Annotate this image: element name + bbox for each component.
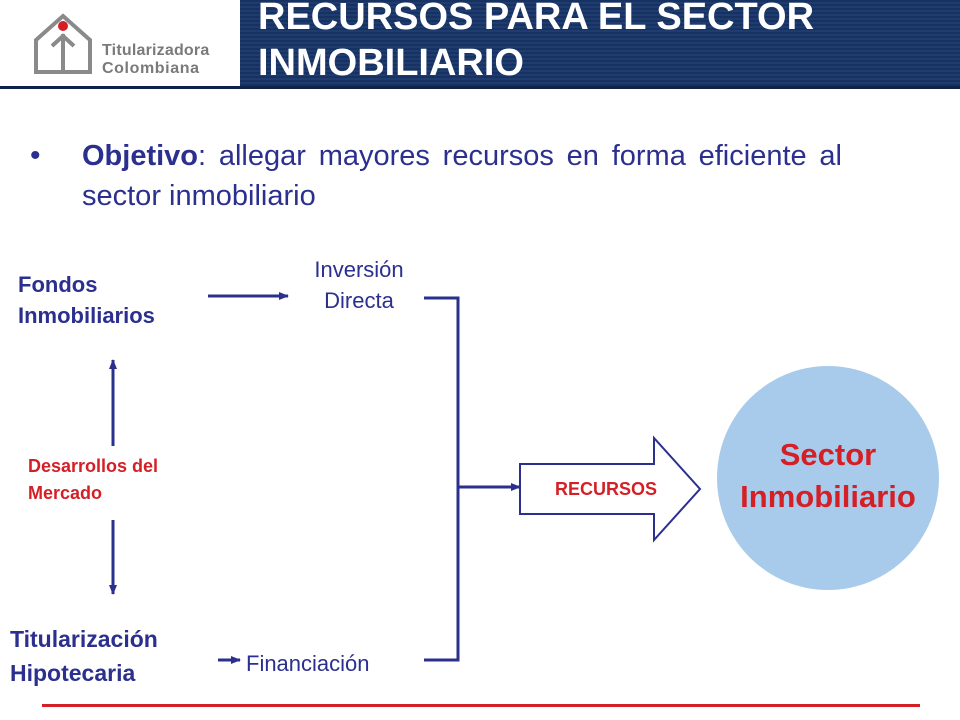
bracket-line xyxy=(424,296,460,662)
objective-description: : allegar mayores recursos en forma efic… xyxy=(82,140,842,212)
fondos-inmobiliarios-label: Fondos Inmobiliarios xyxy=(18,269,155,331)
page-title: RECURSOS PARA EL SECTOR INMOBILIARIO xyxy=(258,0,814,86)
bullet-marker: • xyxy=(30,139,41,172)
bottom-rule xyxy=(42,704,920,707)
page-title-line-1: RECURSOS PARA EL SECTOR xyxy=(258,0,815,38)
inversion-directa-label: Inversión Directa xyxy=(284,254,434,316)
sector-circle xyxy=(717,366,939,590)
titularizacion-hipotecaria-label: Titularización Hipotecaria xyxy=(10,622,158,690)
objective-term: Objetivo xyxy=(82,140,199,172)
house-logo-icon xyxy=(34,13,92,74)
header-rule xyxy=(0,86,960,89)
desarrollos-mercado-label: Desarrollos del Mercado xyxy=(28,453,158,507)
recursos-block-arrow xyxy=(519,435,702,543)
desarrollos-line-1: Desarrollos del xyxy=(28,456,159,476)
titularizacion-line-2: Hipotecaria xyxy=(10,660,136,686)
desarrollos-line-2: Mercado xyxy=(28,483,103,503)
page-title-line-2: INMOBILIARIO xyxy=(258,42,524,84)
inversion-line-1: Inversión xyxy=(314,257,404,282)
fondos-line-2: Inmobiliarios xyxy=(18,303,155,328)
titularizacion-line-1: Titularización xyxy=(10,626,158,652)
inversion-line-2: Directa xyxy=(324,288,394,313)
sector-inmobiliario-label: Sector Inmobiliario xyxy=(718,434,938,518)
logo-line-2: Colombiana xyxy=(102,60,200,77)
logo-line-1: Titularizadora xyxy=(102,42,210,59)
objective-text: Objetivo: allegar mayores recursos en fo… xyxy=(82,136,842,216)
financiacion-label: Financiación xyxy=(246,651,370,676)
recursos-label: RECURSOS xyxy=(554,479,657,499)
sector-line-1: Sector xyxy=(779,437,877,472)
sector-line-2: Inmobiliario xyxy=(740,479,916,514)
fondos-line-1: Fondos xyxy=(18,272,98,297)
logo-text: Titularizadora Colombiana xyxy=(102,42,209,78)
